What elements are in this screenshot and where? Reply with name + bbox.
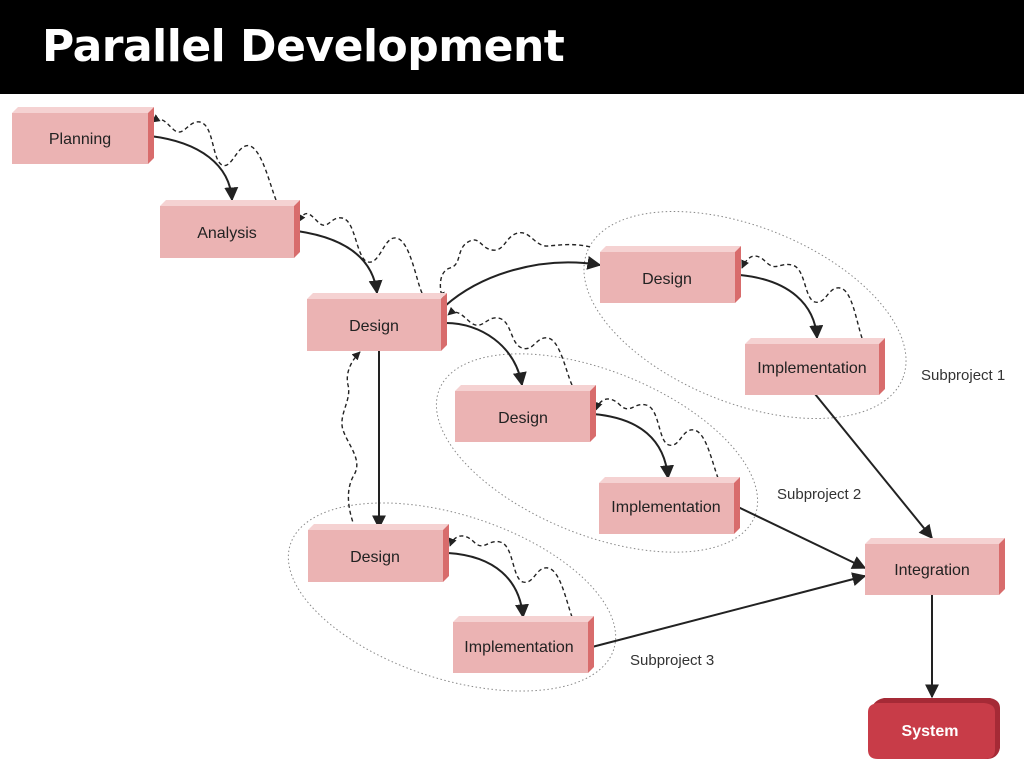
feedback-impl2-design2 [594, 398, 719, 479]
box-design-sub3-label: Design [350, 549, 400, 566]
flow-arrows [149, 135, 939, 699]
feedback-design-analysis [297, 213, 423, 294]
slide-title: Parallel Development [42, 21, 565, 72]
box-design-main: Design [307, 293, 447, 351]
feedback-design1-design [436, 232, 591, 301]
arrow-design1-impl1 [739, 274, 824, 340]
box-design-sub2: Design [455, 385, 596, 442]
box-system-label: System [902, 723, 959, 740]
box-impl-sub2-label: Implementation [611, 499, 720, 516]
arrow-design-design1 [444, 256, 602, 307]
box-impl-sub1: Implementation [745, 338, 885, 395]
feedback-analysis-planning [151, 114, 277, 201]
feedback-arrows [151, 114, 863, 618]
subproject-1-label: Subproject 1 [921, 367, 1005, 384]
box-integration: Integration [865, 538, 1005, 595]
box-impl-sub1-label: Implementation [757, 360, 866, 377]
arrow-impl3-integration [591, 572, 867, 648]
box-analysis: Analysis [160, 200, 300, 258]
box-design-main-label: Design [349, 318, 399, 335]
box-impl-sub3: Implementation [453, 616, 594, 673]
box-design-sub2-label: Design [498, 410, 548, 427]
subproject-2-boundary [435, 353, 759, 553]
box-planning: Planning [12, 107, 154, 164]
box-impl-sub2: Implementation [599, 477, 740, 534]
box-design-sub1: Design [600, 246, 741, 303]
subproject-2-label: Subproject 2 [777, 486, 861, 503]
feedback-impl1-design1 [741, 255, 863, 339]
arrow-design3-impl3 [447, 552, 529, 619]
feedback-impl3-design3 [448, 535, 573, 618]
box-design-sub1-label: Design [642, 271, 692, 288]
arrow-impl2-integration [737, 506, 867, 569]
arrow-design2-impl2 [592, 413, 674, 480]
subproject-3-boundary [287, 502, 617, 692]
arrow-analysis-design [296, 230, 383, 295]
title-bar: Parallel Development [0, 0, 1024, 94]
box-integration-label: Integration [894, 562, 970, 579]
arrow-design-design2 [445, 322, 527, 387]
arrow-planning-analysis [149, 135, 239, 202]
feedback-design3-design [341, 351, 361, 529]
box-planning-label: Planning [49, 131, 111, 148]
box-analysis-label: Analysis [197, 225, 257, 242]
subproject-1-boundary [583, 210, 907, 420]
feedback-design2-design [447, 306, 573, 386]
box-system: System [868, 698, 1000, 759]
arrow-impl1-integration [814, 393, 933, 540]
subproject-3-label: Subproject 3 [630, 652, 714, 669]
box-impl-sub3-label: Implementation [464, 639, 573, 656]
box-design-sub3: Design [308, 524, 449, 582]
